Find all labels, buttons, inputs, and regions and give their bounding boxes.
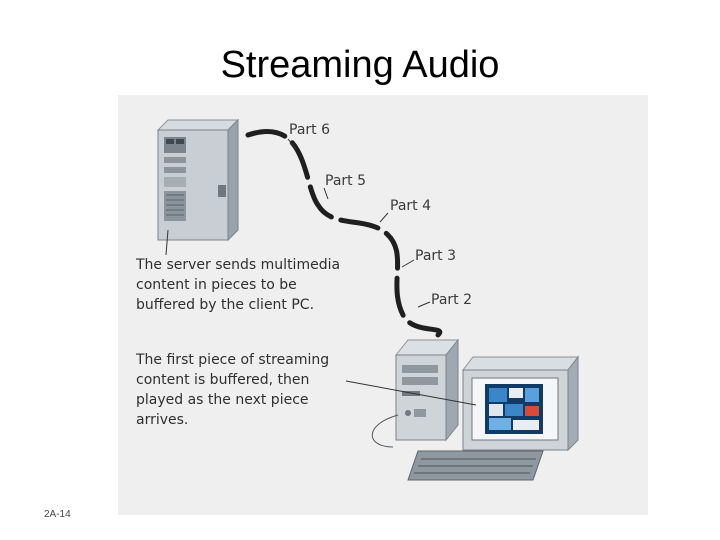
- part-6-label: Part 6: [289, 122, 330, 138]
- client-caption-line: played as the next piece: [136, 392, 309, 408]
- stream-path: [245, 129, 443, 338]
- slide-number: 2A-14: [44, 509, 71, 520]
- client-caption-line: The first piece of streaming: [136, 352, 330, 368]
- monitor-icon: [461, 355, 580, 452]
- server-caption-line: buffered by the client PC.: [136, 297, 315, 313]
- part-5-label: Part 5: [325, 173, 366, 189]
- diagram-graphic: [156, 118, 580, 481]
- client-caption-line: arrives.: [136, 412, 189, 428]
- streaming-diagram: Part 6 Part 5 Part 4 Part 3 Part 2 The s…: [118, 95, 648, 515]
- client-tower-icon: [394, 338, 460, 442]
- server-caption-line: The server sends multimedia: [136, 257, 341, 273]
- keyboard-icon: [407, 450, 544, 481]
- client-caption: The first piece of streaming content is …: [136, 350, 329, 430]
- slide-title: Streaming Audio: [220, 44, 500, 86]
- part-3-label: Part 3: [415, 248, 456, 264]
- server-caption: The server sends multimedia content in p…: [136, 255, 340, 315]
- server-caption-line: content in pieces to be: [136, 277, 297, 293]
- part-2-label: Part 2: [431, 292, 472, 308]
- client-caption-line: content is buffered, then: [136, 372, 310, 388]
- server-tower-icon: [156, 118, 240, 242]
- part-4-label: Part 4: [390, 198, 431, 214]
